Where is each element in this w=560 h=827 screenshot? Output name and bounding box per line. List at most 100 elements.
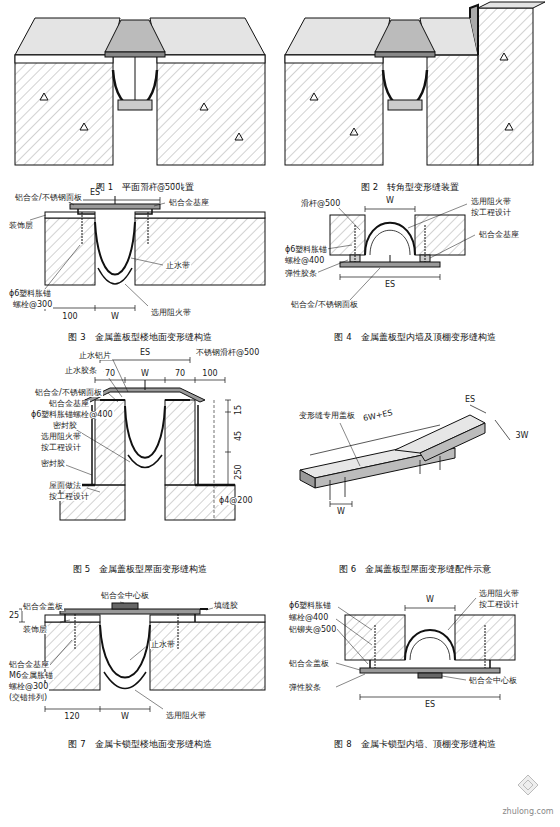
roof-cover-joint (165, 400, 195, 485)
part-label: ϕ6塑料胀锚 (288, 602, 332, 610)
part-label: 螺栓@400 (284, 257, 325, 265)
part-label: (交错排列) (8, 694, 48, 702)
floor-cover-joint (45, 212, 95, 218)
roof-cover-fitting (420, 423, 485, 461)
figure-caption: 图 2 转角型变形缝装置 (360, 183, 460, 192)
part-label: 铝合金中心板 (468, 677, 518, 685)
roof-cover-joint (225, 400, 231, 485)
part-label: W (110, 313, 120, 321)
part-label: ϕ6塑料胀锚 (284, 246, 328, 254)
floor-cover-joint (70, 197, 160, 203)
part-label: 选用阻火带 (470, 198, 512, 206)
floor-lock-joint (112, 603, 138, 609)
part-label: ES (89, 189, 101, 197)
ceiling-cover-joint (425, 225, 426, 262)
ceiling-cover-joint (355, 225, 356, 262)
floor-cover-joint (82, 212, 83, 245)
floor-cover-joint (135, 212, 265, 218)
ceiling-cover-joint (365, 206, 415, 212)
part-label: 铝合金基座 (8, 661, 50, 669)
corner-joint-device (285, 55, 383, 165)
floor-cover-joint (78, 209, 152, 214)
figure-caption: 图 6 金属盖板型屋面变形缝配件示意 (338, 565, 492, 574)
flat-joint-device (40, 93, 243, 140)
part-label: ES (424, 701, 436, 709)
roof-cover-fitting (310, 425, 440, 455)
part-label: W (336, 508, 346, 516)
ceiling-cover-joint (316, 204, 475, 300)
floor-lock-joint (178, 614, 179, 650)
part-label: 铝铆夹@500 (288, 626, 337, 634)
part-label: 按工程设计 (40, 444, 82, 452)
corner-joint-device (478, 2, 545, 8)
ceiling-lock-joint (360, 694, 500, 700)
flat-joint-device (15, 18, 120, 55)
corner-joint-device (375, 20, 435, 52)
corner-joint-device (285, 18, 390, 55)
roof-cover-fitting (330, 456, 440, 500)
part-label: 止水带 (165, 262, 191, 270)
part-label: W (385, 197, 395, 205)
part-label: 选用阻火带 (40, 433, 82, 441)
floor-cover-joint (30, 196, 265, 311)
part-label: ϕ6塑料胀锚 (8, 290, 52, 298)
part-label: 止水胶条 (64, 367, 98, 375)
ceiling-cover-joint (390, 255, 391, 262)
flat-joint-device (157, 55, 265, 63)
floor-cover-joint (148, 212, 149, 245)
ceiling-cover-joint (370, 230, 410, 255)
floor-lock-joint (19, 602, 265, 712)
part-label: 铝合金基座 (168, 199, 210, 207)
roof-cover-fitting (300, 470, 315, 488)
part-label: 装饰层 (22, 626, 48, 634)
flat-joint-device (15, 55, 113, 165)
floor-cover-joint (98, 268, 132, 284)
corner-joint-device (478, 8, 533, 165)
part-label: 6W+ES (362, 409, 395, 423)
corner-joint-device (388, 100, 422, 110)
ceiling-cover-joint (415, 215, 465, 255)
part-label: 120 (63, 713, 80, 721)
floor-lock-joint (75, 614, 76, 650)
roof-cover-joint (60, 484, 235, 487)
part-label: 铝合金中心板 (100, 592, 150, 600)
part-label: 止水铝片 (78, 352, 112, 360)
figure-caption: 图 3 金属盖板型楼地面变形缝构造 (67, 333, 212, 342)
roof-cover-fitting (330, 501, 352, 507)
part-label: 滑杆@500 (140, 184, 181, 192)
flat-joint-device (150, 18, 265, 55)
ceiling-lock-joint (375, 625, 376, 668)
part-label: ES (139, 349, 151, 357)
roof-cover-joint (100, 357, 190, 363)
part-label: 变形缝专用盖板 (298, 412, 356, 420)
corner-joint-device (375, 52, 435, 57)
part-label: W (425, 596, 435, 604)
floor-cover-joint (45, 218, 95, 285)
ceiling-lock-joint (485, 625, 486, 668)
part-label: 螺栓@300 (8, 683, 49, 691)
corner-joint-device (285, 55, 383, 63)
part-label: 15 (235, 404, 243, 416)
part-label: 3W (515, 432, 530, 440)
floor-lock-joint (104, 672, 146, 689)
part-label: 70 (104, 370, 116, 378)
watermark-text: zhulong.com (501, 808, 554, 816)
part-label: 密封胶 (40, 460, 66, 468)
floor-cover-joint (95, 222, 135, 275)
part-label: 铝合金/不锈钢面板 (290, 301, 359, 309)
ceiling-cover-joint (330, 215, 365, 255)
corner-joint-device (427, 55, 478, 165)
part-label: 铝合金盖板 (22, 603, 64, 611)
part-label: 选用阻火带 (478, 590, 520, 598)
part-label: 100 (61, 313, 78, 321)
part-label: 100 (201, 370, 218, 378)
part-label: 按工程设计 (478, 601, 520, 609)
watermark-logo (518, 775, 538, 795)
part-label: 铝合金基座 (478, 231, 520, 239)
ceiling-lock-joint (405, 605, 455, 611)
roof-cover-fitting (340, 423, 360, 466)
watermark-logo (518, 775, 538, 795)
part-label: 按工程设计 (48, 493, 90, 501)
floor-cover-joint (45, 305, 135, 311)
floor-lock-joint (100, 625, 150, 678)
